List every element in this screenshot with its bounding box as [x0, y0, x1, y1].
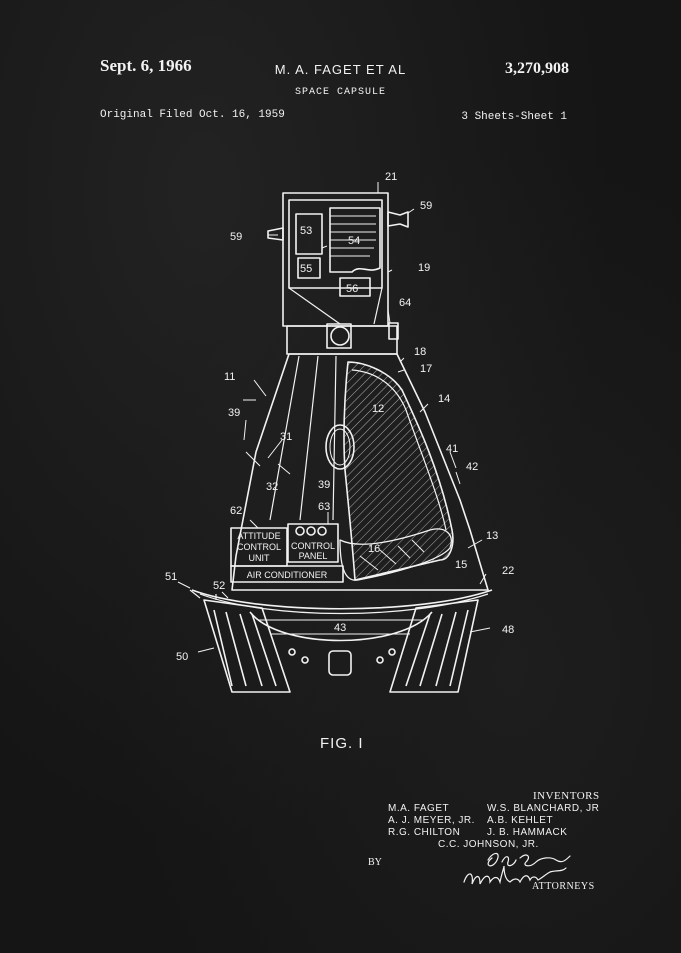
inventor-name: A.B. KEHLET [487, 815, 554, 826]
landing-skirt-48 [389, 599, 479, 693]
parachute-pack-53 [295, 213, 323, 255]
ref-59-left: 59 [230, 231, 242, 243]
ref-21: 21 [385, 171, 397, 183]
inventor-name: J. B. HAMMACK [487, 827, 568, 838]
ref-13: 13 [486, 530, 498, 542]
ref-15: 15 [455, 559, 467, 571]
air-conditioner-label: AIR CONDITIONER [247, 570, 328, 580]
ref-41: 41 [446, 443, 458, 455]
inventor-name: M.A. FAGET [388, 803, 450, 814]
thruster-59-right [387, 211, 409, 228]
retro-pack-43 [249, 611, 433, 642]
ref-54: 54 [348, 235, 360, 247]
ref-50: 50 [176, 651, 188, 663]
attorney-signature [463, 852, 571, 885]
sheet-count: 3 Sheets-Sheet 1 [461, 111, 567, 123]
ref-62: 62 [230, 505, 242, 517]
ref-48: 48 [502, 624, 514, 636]
figure-caption: FIG. I [320, 735, 364, 752]
ref-52: 52 [213, 580, 225, 592]
ref-59-right: 59 [420, 200, 432, 212]
ref-64: 64 [399, 297, 411, 309]
attitude-label-1: ATTITUDE [237, 531, 280, 541]
ref-31: 31 [280, 431, 292, 443]
pressure-vessel-12 [343, 361, 454, 581]
control-panel-box [287, 523, 339, 563]
ref-42: 42 [466, 461, 478, 473]
filed-date: Original Filed Oct. 16, 1959 [100, 109, 285, 121]
parachute-pack-54 [329, 207, 381, 273]
control-panel-label-1: CONTROL [291, 541, 335, 551]
ref-39-left: 39 [228, 407, 240, 419]
window-39 [325, 424, 355, 470]
ref-19: 19 [418, 262, 430, 274]
control-panel-label-2: PANEL [299, 551, 328, 561]
inventors-heading: INVENTORS [533, 790, 600, 802]
capsule-cone [231, 353, 489, 591]
inventor-name: A. J. MEYER, JR. [388, 815, 475, 826]
attitude-label-3: UNIT [249, 553, 270, 563]
inventor-name: R.G. CHILTON [388, 827, 461, 838]
porthole-64 [330, 326, 350, 346]
ref-55: 55 [300, 263, 312, 275]
ref-22: 22 [502, 565, 514, 577]
ref-16: 16 [368, 543, 380, 555]
retro-rocket-nozzle [328, 650, 352, 676]
ref-14: 14 [438, 393, 450, 405]
ref-56: 56 [346, 283, 358, 295]
ref-63: 63 [318, 501, 330, 513]
attorneys-label: ATTORNEYS [532, 881, 595, 892]
patent-number: 3,270,908 [505, 60, 569, 77]
ref-12: 12 [372, 403, 384, 415]
inventor-name: C.C. JOHNSON, JR. [438, 839, 539, 850]
ref-53: 53 [300, 225, 312, 237]
inventor-name: W.S. BLANCHARD, JR [487, 803, 600, 814]
by-label: BY [368, 857, 382, 868]
air-conditioner-box [230, 565, 344, 583]
landing-skirt-50 [203, 599, 291, 693]
heat-shield [191, 589, 493, 610]
patent-date: Sept. 6, 1966 [100, 56, 192, 75]
inventor-heading: M. A. FAGET ET AL [274, 62, 407, 77]
ref-51: 51 [165, 571, 177, 583]
thruster-59-left [267, 227, 284, 241]
astronaut-couch [339, 528, 452, 581]
attitude-label-2: CONTROL [237, 542, 281, 552]
patent-subject: SPACE CAPSULE [294, 87, 386, 98]
ref-17: 17 [420, 363, 432, 375]
ref-32: 32 [266, 481, 278, 493]
ref-18: 18 [414, 346, 426, 358]
ref-43: 43 [334, 622, 346, 634]
ref-39-window: 39 [318, 479, 330, 491]
ref-11: 11 [224, 371, 235, 383]
